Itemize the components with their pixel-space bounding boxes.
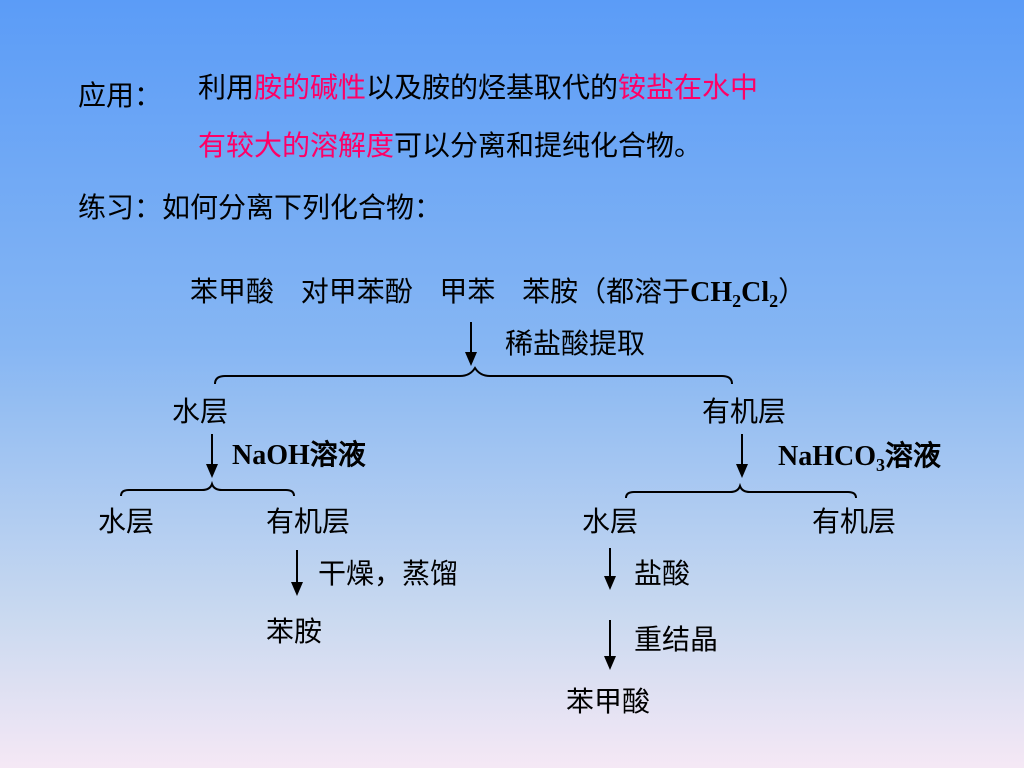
brace-step1 (214, 366, 733, 385)
highlight-ammonium-salt: 铵盐在水中 (618, 71, 759, 104)
nahco3-solution: 溶液 (885, 441, 942, 472)
application-line1-b: 以及胺的烃基取代的 (366, 71, 619, 104)
formula-cl: Cl (741, 277, 770, 308)
brace-right (625, 482, 857, 499)
aqueous-layer-2: 水层 (98, 505, 155, 538)
step-recrystallize: 重结晶 (634, 623, 719, 656)
mixture-close: ） (778, 275, 807, 308)
product-aniline: 苯胺 (266, 615, 323, 648)
reagent-naoh: NaOH溶液 (232, 440, 366, 471)
nahco3-formula: NaHCO (778, 441, 876, 472)
aqueous-layer-3: 水层 (582, 505, 639, 538)
formula-cl-sub: 2 (769, 291, 779, 311)
step-dry-distill: 干燥，蒸馏 (318, 557, 459, 590)
reagent-hydrochloric-acid: 盐酸 (634, 557, 691, 590)
reagent-nahco3: NaHCO3溶液 (778, 438, 941, 475)
application-line2-b: 可以分离和提纯化合物。 (394, 129, 703, 162)
highlight-amine-basicity: 胺的碱性 (254, 71, 367, 104)
organic-layer-1: 有机层 (702, 395, 787, 428)
highlight-solubility: 有较大的溶解度 (198, 129, 395, 162)
mixture-compounds: 苯甲酸 对甲苯酚 甲苯 苯胺（都溶于 (190, 275, 691, 308)
application-line1-a: 利用 (198, 71, 255, 104)
mixture-label: 苯甲酸 对甲苯酚 甲苯 苯胺（都溶于CH2Cl2） (190, 274, 806, 311)
application-line-1: 利用胺的碱性以及胺的烃基取代的铵盐在水中 (198, 70, 758, 106)
nahco3-sub: 3 (876, 455, 885, 475)
aqueous-layer-1: 水层 (172, 395, 229, 428)
organic-layer-2: 有机层 (266, 505, 351, 538)
application-line-2: 有较大的溶解度可以分离和提纯化合物。 (198, 128, 702, 164)
brace-left (120, 480, 295, 497)
product-benzoic-acid: 苯甲酸 (566, 685, 651, 718)
reagent-dilute-hcl: 稀盐酸提取 (505, 327, 646, 360)
formula-ch-sub: 2 (732, 291, 742, 311)
application-label: 应用： (78, 79, 163, 112)
formula-ch: CH (690, 277, 733, 308)
organic-layer-3: 有机层 (812, 505, 897, 538)
exercise-label: 练习：如何分离下列化合物： (78, 191, 443, 224)
